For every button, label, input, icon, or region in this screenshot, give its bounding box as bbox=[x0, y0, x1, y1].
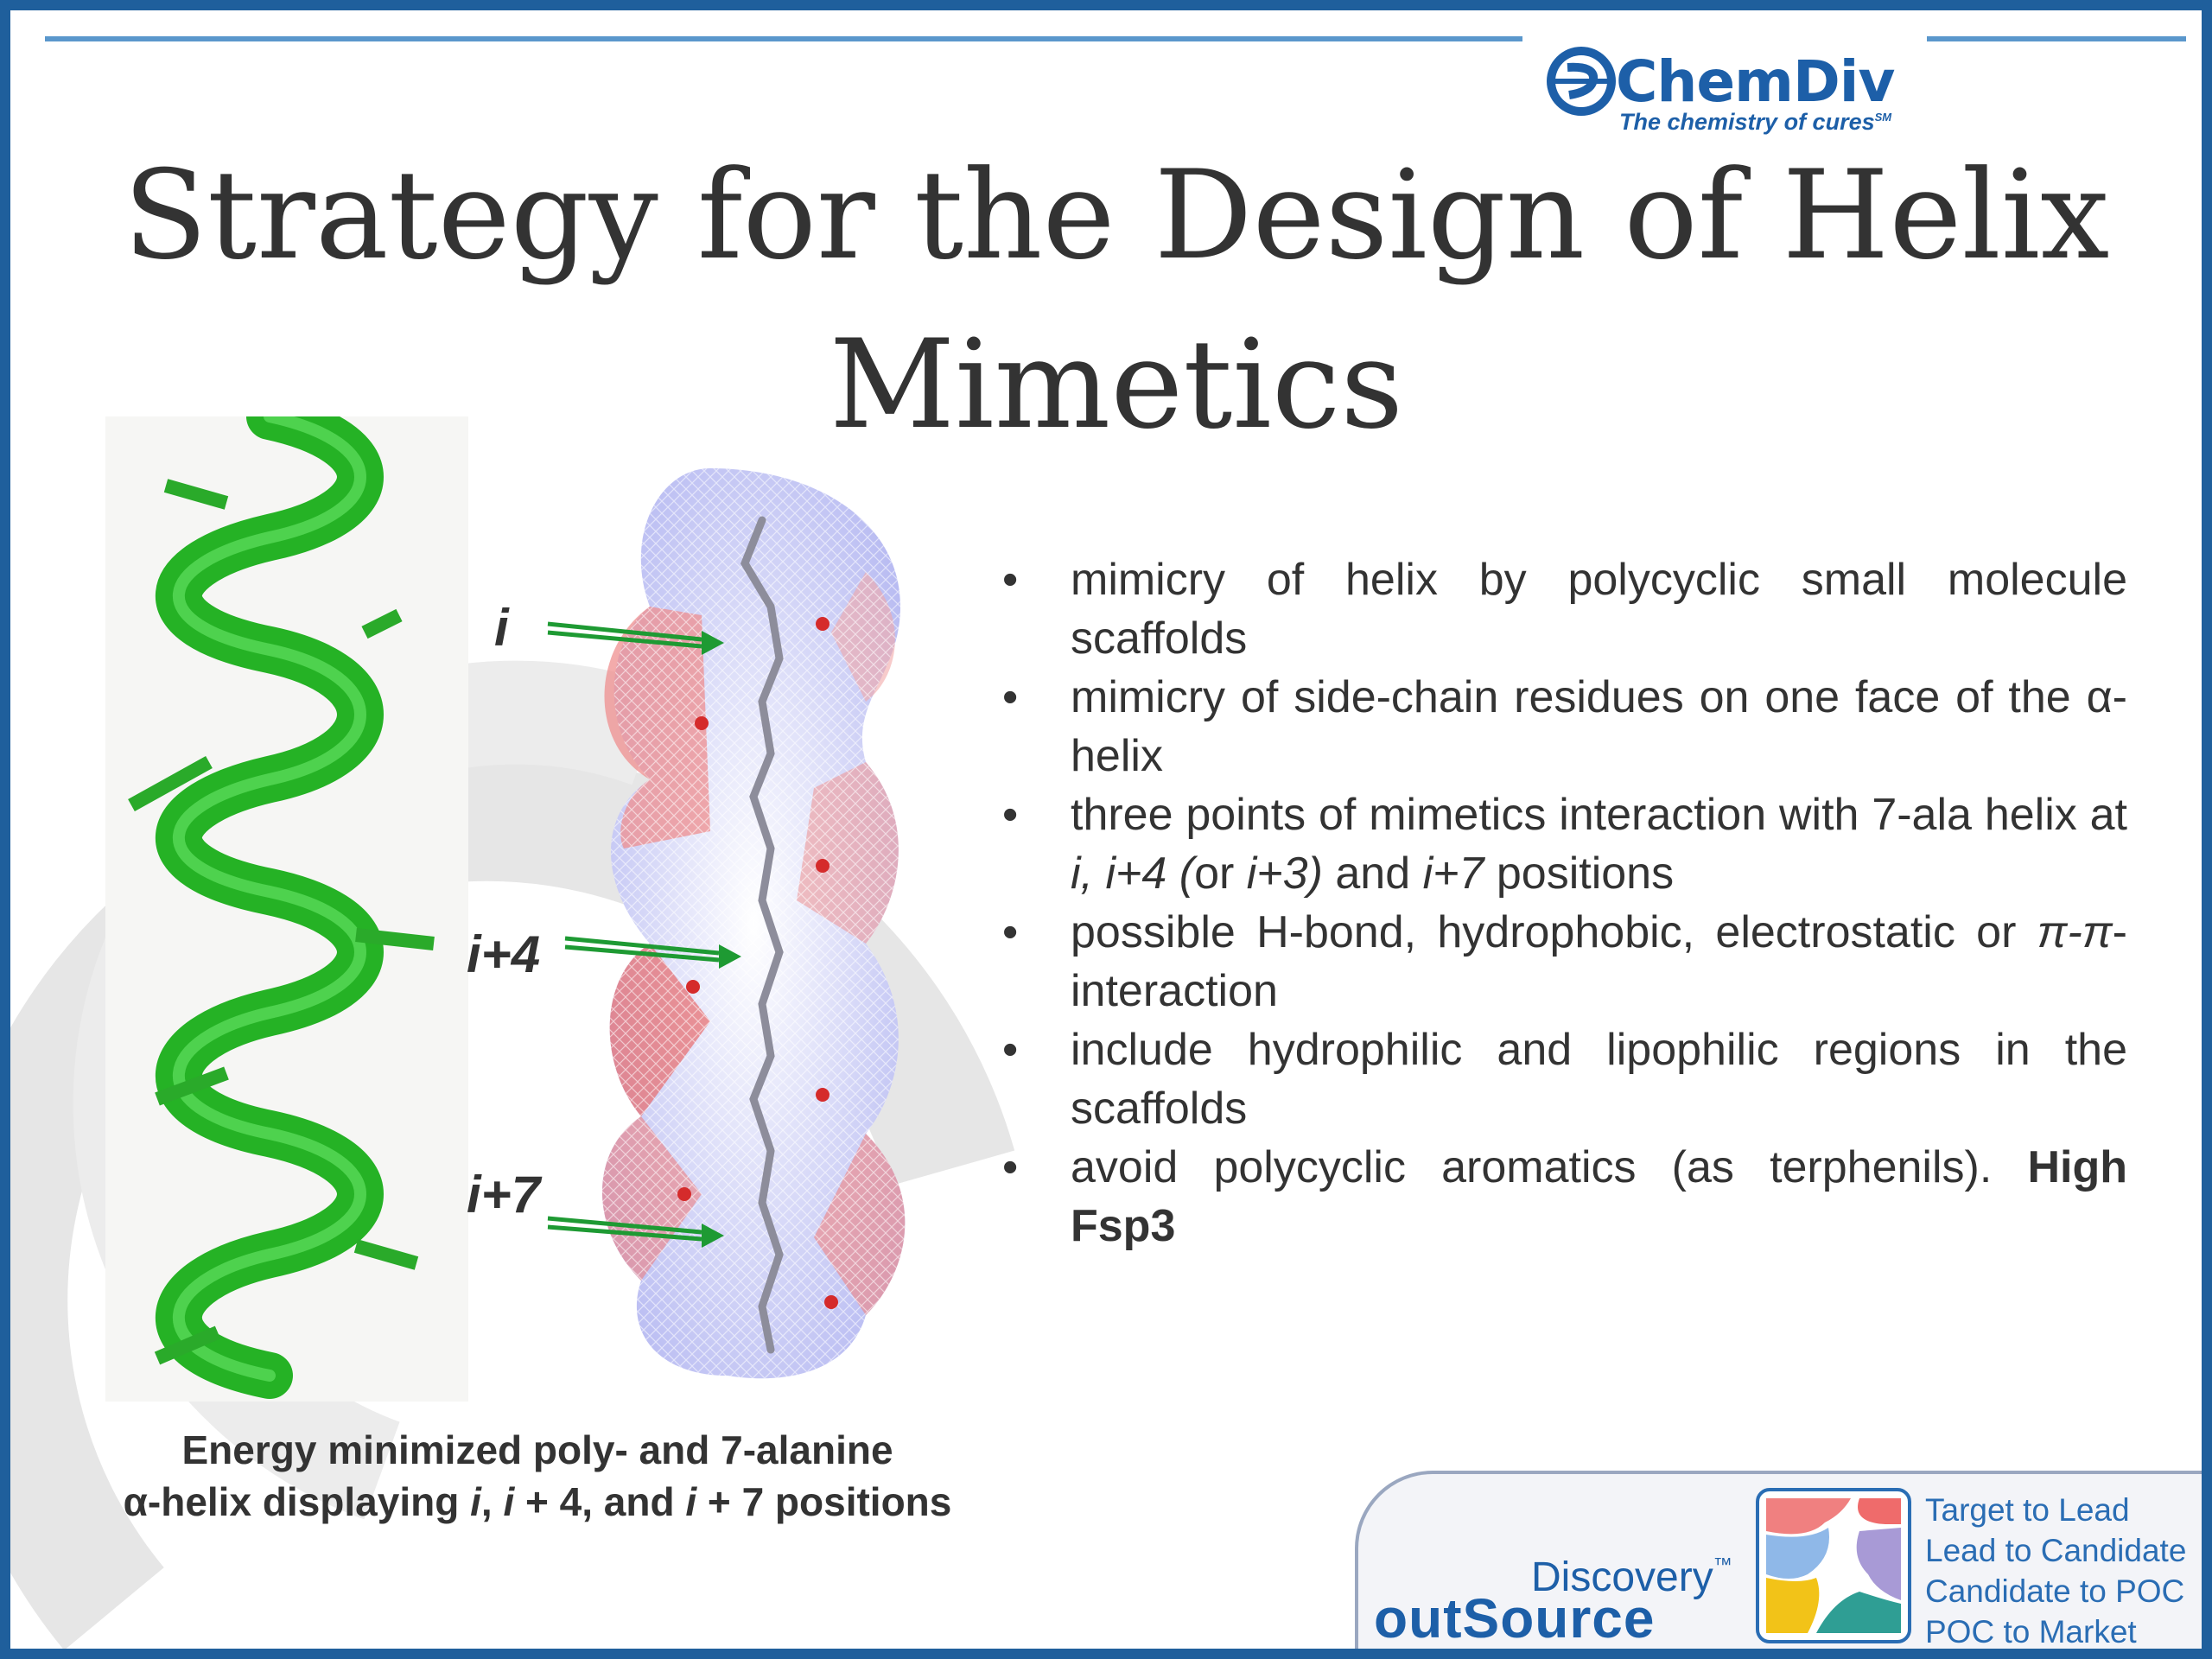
strategy-bullet-list: •mimicry of helix by polycyclic small mo… bbox=[995, 550, 2127, 1255]
chemdiv-logo-name: ChemDiv bbox=[1616, 48, 1895, 115]
pipeline-steps: Target to Lead Lead to Candidate Candida… bbox=[1925, 1490, 2187, 1649]
slide-title-line1: Strategy for the Design of Helix bbox=[123, 144, 2110, 287]
alpha-helix-ribbon bbox=[128, 416, 435, 1399]
outsource-label: outSource bbox=[1374, 1587, 1656, 1649]
bullet-item: •mimicry of helix by polycyclic small mo… bbox=[1002, 555, 2127, 664]
slide-title-line2: Mimetics bbox=[829, 314, 1404, 456]
position-arrows bbox=[547, 621, 741, 1248]
pipeline-step: Lead to Candidate bbox=[1925, 1533, 2187, 1568]
bullet-item: •mimicry of side-chain residues on one f… bbox=[1002, 672, 2127, 781]
bullet-item: •include hydrophilic and lipophilic regi… bbox=[1002, 1025, 2127, 1134]
chemdiv-logo-icon bbox=[1547, 47, 1616, 116]
puzzle-logo-icon bbox=[1756, 1488, 1911, 1643]
bullet-item: •possible H-bond, hydrophobic, electrost… bbox=[1002, 907, 2127, 1016]
label-position-i4: i+4 bbox=[467, 925, 541, 983]
helix-figure bbox=[105, 416, 906, 1402]
pipeline-step: Candidate to POC bbox=[1925, 1573, 2185, 1609]
label-position-i7: i+7 bbox=[467, 1166, 541, 1224]
bullet-item: •three points of mimetics interaction wi… bbox=[1002, 790, 2127, 899]
pipeline-step: Target to Lead bbox=[1925, 1492, 2130, 1528]
top-rule-left bbox=[45, 36, 1522, 41]
label-position-i: i bbox=[494, 599, 509, 657]
top-rule-right bbox=[1927, 36, 2186, 41]
slide-title: Strategy for the Design of Helix Mimetic… bbox=[114, 131, 2119, 470]
chemdiv-logo-tagline: The chemistry of curesSM bbox=[1619, 109, 1892, 135]
pipeline-step: POC to Market bbox=[1925, 1614, 2137, 1649]
molecular-surface-model bbox=[602, 468, 906, 1379]
figure-caption: Energy minimized poly- and 7-alanine α-h… bbox=[123, 1427, 952, 1524]
bullet-item: •avoid polycyclic aromatics (as terpheni… bbox=[1002, 1142, 2127, 1251]
discovery-label: Discovery™ bbox=[1531, 1554, 1732, 1600]
